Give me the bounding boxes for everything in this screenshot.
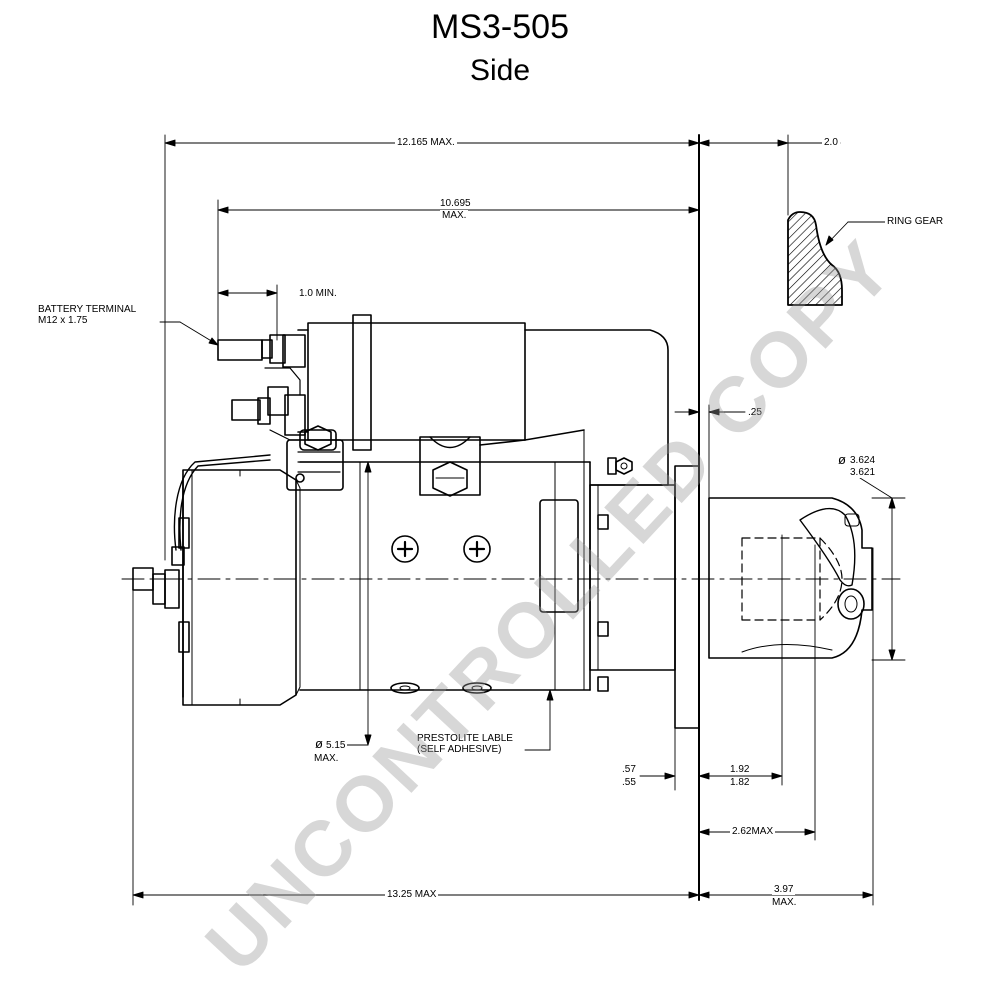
dim-pinion-len-1: 1.92 — [728, 764, 752, 775]
pinion-nose — [708, 497, 873, 659]
dim-body-dia-1: 5.15 — [324, 740, 348, 751]
dim-pinion-max: 2.62MAX — [730, 826, 776, 837]
solenoid-stud — [286, 425, 344, 491]
dim-flange-thk-2: .55 — [620, 777, 638, 788]
solenoid-bracket — [419, 429, 585, 497]
dim-ring-gear-width: 2.0 — [822, 137, 840, 148]
dim-body-dia-2: MAX. — [312, 753, 341, 764]
ring-gear-label: RING GEAR — [885, 216, 946, 227]
ground-terminal — [132, 546, 185, 609]
battery-terminal-label: BATTERY TERMINAL — [36, 304, 139, 315]
label-note-2: (SELF ADHESIVE) — [415, 744, 504, 755]
dim-nose-len-2: MAX. — [770, 897, 799, 908]
battery-terminal-thread: M12 x 1.75 — [36, 315, 90, 326]
diameter-symbol: ø — [313, 736, 325, 751]
dim-terminal-min: 1.0 MIN. — [297, 288, 339, 299]
drawing-subtitle: Side — [469, 54, 531, 87]
diameter-symbol: ø — [836, 452, 848, 467]
dim-nose-len-1: 3.97 — [772, 884, 796, 895]
motor-frame — [299, 461, 591, 694]
dim-pinion-len-2: 1.82 — [728, 777, 752, 788]
dim-flange-gap: .25 — [746, 407, 764, 418]
dim-solenoid-length-1: 10.695 — [438, 198, 473, 209]
dim-total-length: 13.25 MAX — [385, 889, 439, 900]
dim-overall-length: 12.165 MAX. — [395, 137, 457, 148]
dim-pinion-dia-1: 3.624 — [848, 455, 878, 466]
solenoid — [217, 314, 669, 486]
drawing-title: MS3-505 — [431, 8, 569, 46]
ring-gear — [787, 211, 843, 306]
label-note-1: PRESTOLITE LABLE — [415, 733, 515, 744]
dim-pinion-dia-2: 3.621 — [848, 467, 878, 478]
end-cap — [178, 469, 301, 706]
dim-solenoid-length-2: MAX. — [440, 210, 469, 221]
dim-flange-thk-1: .57 — [620, 764, 638, 775]
lead-wire — [173, 454, 271, 551]
